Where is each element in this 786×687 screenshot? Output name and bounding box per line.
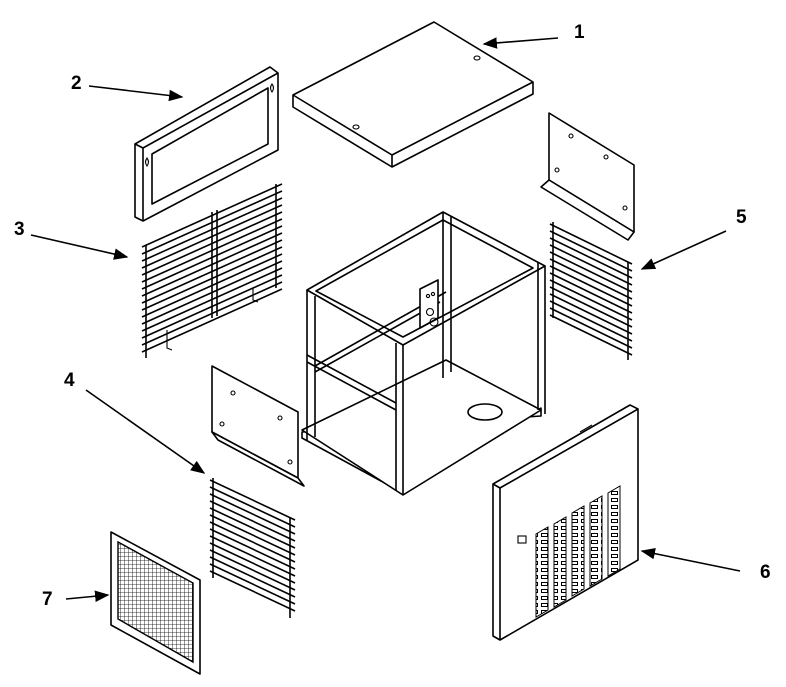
front-louvre-grille-part	[209, 478, 296, 618]
left-side-panel-part	[211, 365, 305, 487]
callout-2: 2	[71, 73, 184, 102]
callout-4-label: 4	[64, 370, 75, 391]
callout-3-label: 3	[14, 219, 25, 240]
callout-7: 7	[42, 589, 110, 610]
callout-1-label: 1	[574, 22, 585, 43]
front-louvred-panel-part	[492, 404, 639, 641]
callout-5-label: 5	[736, 207, 747, 228]
louvre-slots	[535, 485, 621, 618]
cabinet-frame	[301, 211, 546, 496]
right-louvre-grille-part	[549, 222, 633, 360]
front-frame-part	[134, 66, 279, 222]
callout-3: 3	[14, 219, 129, 260]
callout-2-label: 2	[71, 73, 82, 94]
callout-5: 5	[640, 207, 747, 270]
callout-4: 4	[64, 370, 206, 474]
callout-7-label: 7	[42, 589, 53, 610]
callout-6-label: 6	[760, 562, 771, 583]
callout-6: 6	[640, 547, 771, 583]
top-cover-part	[292, 21, 534, 168]
left-louvre-grille-part	[141, 183, 283, 358]
right-side-panel-part	[540, 112, 635, 241]
mesh-filter-part	[110, 531, 201, 675]
callout-1: 1	[482, 22, 585, 49]
